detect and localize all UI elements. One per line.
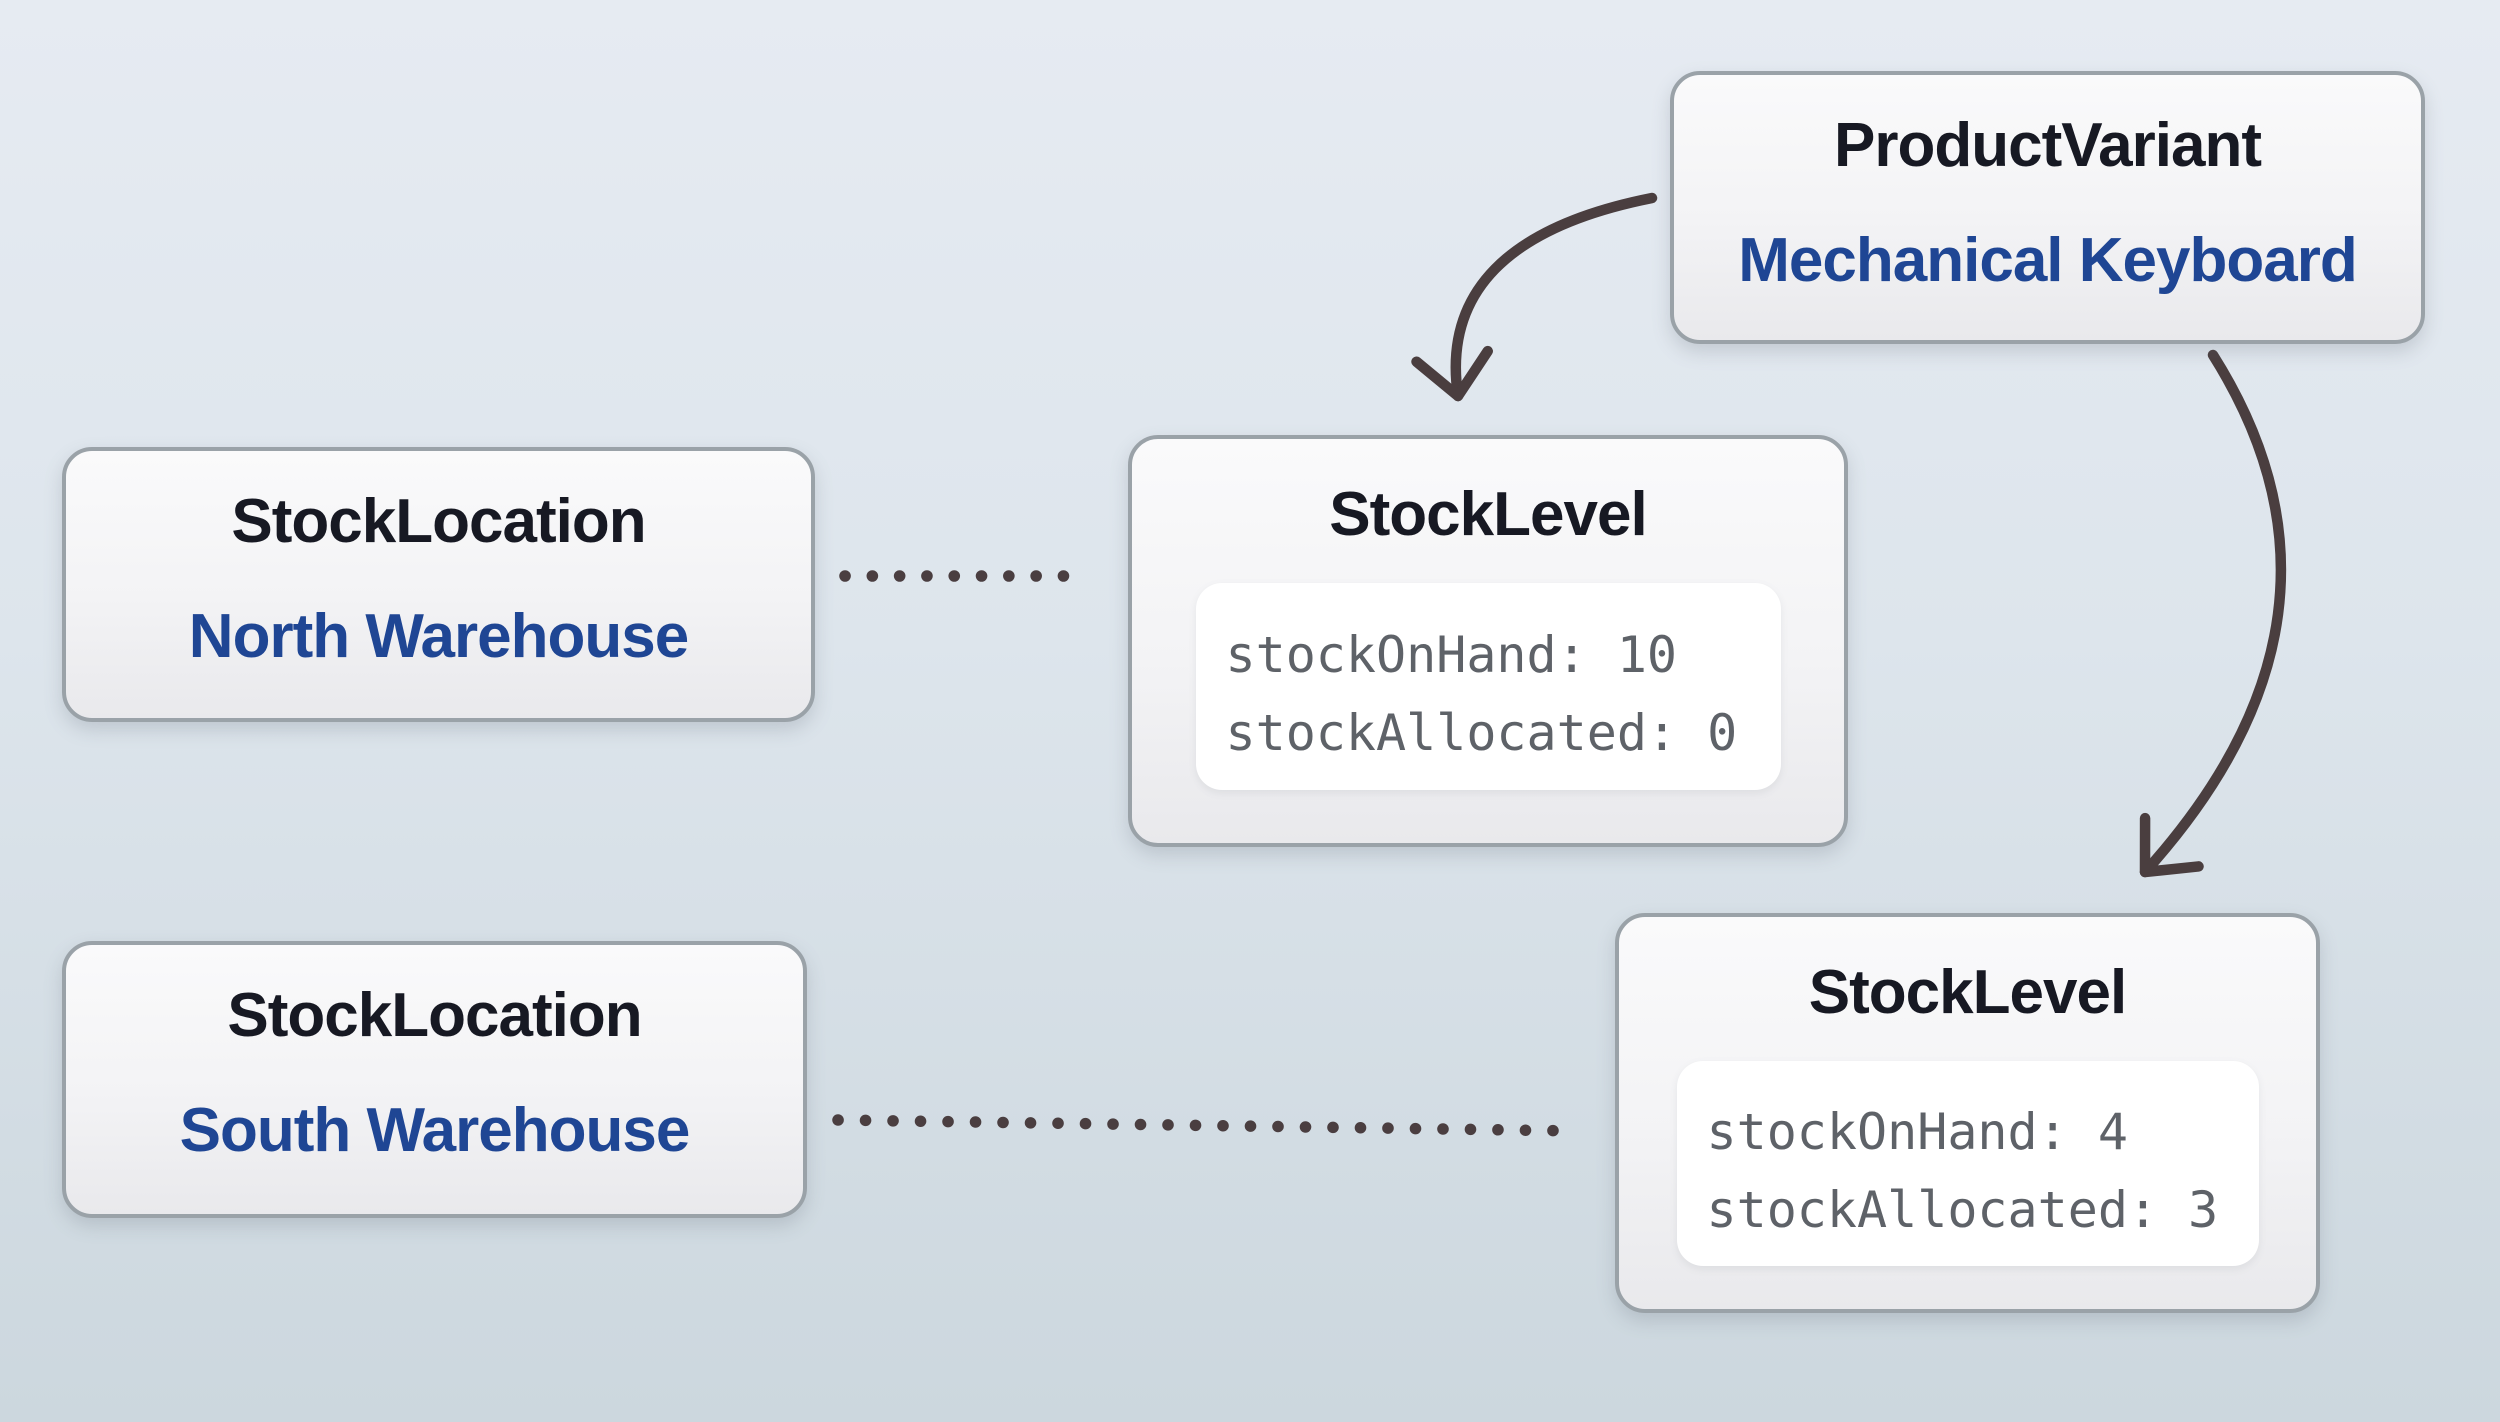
entity-type-label: ProductVariant xyxy=(1834,111,2262,180)
entity-type-label: StockLevel xyxy=(1808,958,2127,1027)
stock-level-fields-panel: stockOnHand: 4 stockAllocated: 3 xyxy=(1676,1061,2259,1266)
dotted-link-south-location-to-level xyxy=(832,1114,1584,1137)
entity-type-label: StockLevel xyxy=(1329,480,1647,549)
stock-on-hand-field: stockOnHand: 4 xyxy=(1706,1102,2128,1161)
entity-instance-label: North Warehouse xyxy=(188,602,689,671)
stock-level-fields-panel: stockOnHand: 10 stockAllocated: 0 xyxy=(1195,583,1781,790)
stock-on-hand-field: stockOnHand: 10 xyxy=(1225,625,1678,684)
arrow-product-variant-to-stock-level-north xyxy=(1411,192,1658,402)
entity-type-label: StockLocation xyxy=(227,981,642,1050)
stock-location-south-node: StockLocation South Warehouse xyxy=(62,941,807,1218)
entity-instance-label: South Warehouse xyxy=(179,1096,691,1165)
stock-level-north-node: StockLevel stockOnHand: 10 stockAllocate… xyxy=(1128,435,1848,847)
product-variant-node: ProductVariant Mechanical Keyboard xyxy=(1670,71,2425,344)
entity-instance-label: Mechanical Keyboard xyxy=(1738,226,2357,295)
stock-allocated-field: stockAllocated: 0 xyxy=(1225,703,1738,762)
arrow-product-variant-to-stock-level-south xyxy=(2139,349,2287,878)
stock-level-south-node: StockLevel stockOnHand: 4 stockAllocated… xyxy=(1615,913,2320,1313)
entity-type-label: StockLocation xyxy=(231,487,646,556)
stock-location-north-node: StockLocation North Warehouse xyxy=(62,447,815,722)
stock-allocated-field: stockAllocated: 3 xyxy=(1706,1180,2219,1239)
